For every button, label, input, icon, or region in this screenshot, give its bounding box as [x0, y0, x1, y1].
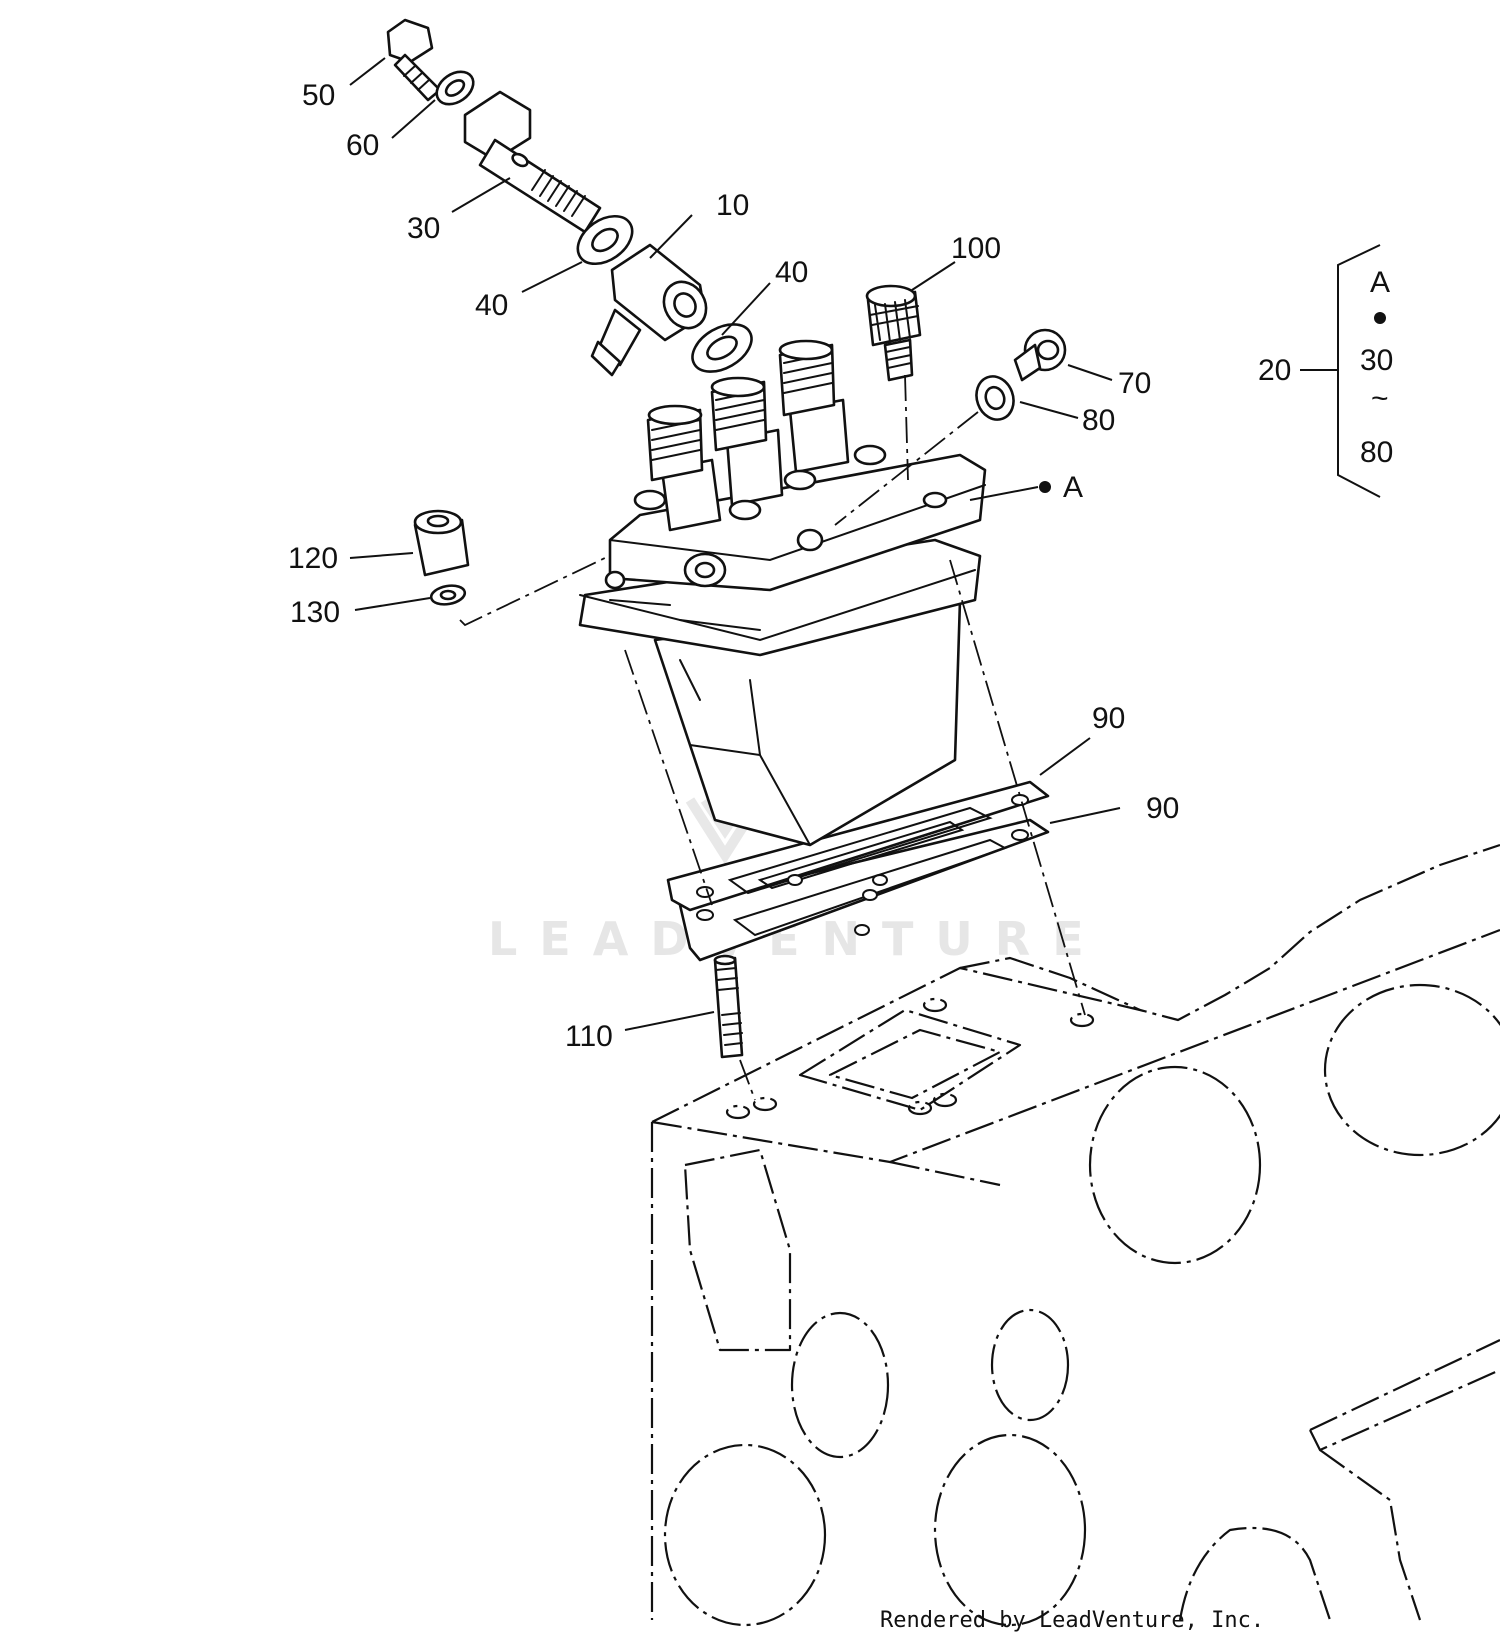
kit-line-3: ~: [1371, 382, 1389, 415]
banjo-fitting-10: [590, 243, 708, 377]
engine-block: [650, 843, 1500, 1627]
kit-part-number: 20: [1258, 354, 1291, 387]
kit-callout-20: 20 A 30 ~ 80: [1258, 244, 1393, 498]
callout-90-upper: 90: [1092, 702, 1125, 735]
washer-130: [429, 584, 467, 606]
kit-line-1: A: [1370, 266, 1390, 299]
callout-120: 120: [288, 542, 338, 575]
render-credit: Rendered by LeadVenture, Inc.: [880, 1608, 1264, 1633]
kit-line-4: 80: [1360, 436, 1393, 469]
callout-100: 100: [951, 232, 1001, 265]
washer-60: [435, 70, 475, 106]
alignment-lines: [459, 374, 1086, 1101]
injection-pump-body: [578, 339, 987, 847]
washer-40-upper: [576, 214, 634, 266]
callout-40-lower: 40: [775, 256, 808, 289]
nut-120: [413, 509, 470, 577]
callout-60: 60: [346, 129, 379, 162]
callout-40-upper: 40: [475, 289, 508, 322]
callout-70: 70: [1118, 367, 1151, 400]
plug-70: [1013, 328, 1067, 382]
screw-100: [865, 284, 922, 382]
kit-line-2: 30: [1360, 344, 1393, 377]
callout-labels: 50 60 30 10 40 40 100 70 80 A 120 130 90…: [288, 79, 1179, 1053]
kit-bullet: [1374, 312, 1386, 324]
callout-30: 30: [407, 212, 440, 245]
bolt-50: [386, 18, 442, 102]
callout-A: A: [1063, 471, 1083, 504]
callout-80: 80: [1082, 404, 1115, 437]
callout-90-lower: 90: [1146, 792, 1179, 825]
callout-50: 50: [302, 79, 335, 112]
washer-80: [975, 375, 1015, 421]
stud-110: [713, 954, 744, 1059]
banjo-bolt-30: [463, 90, 602, 234]
washer-40-lower: [691, 323, 753, 373]
leader-lines: [349, 57, 1121, 1031]
gasket-upper: [666, 780, 1050, 912]
callout-10: 10: [716, 189, 749, 222]
callout-110: 110: [565, 1020, 613, 1053]
callout-130: 130: [290, 596, 340, 629]
